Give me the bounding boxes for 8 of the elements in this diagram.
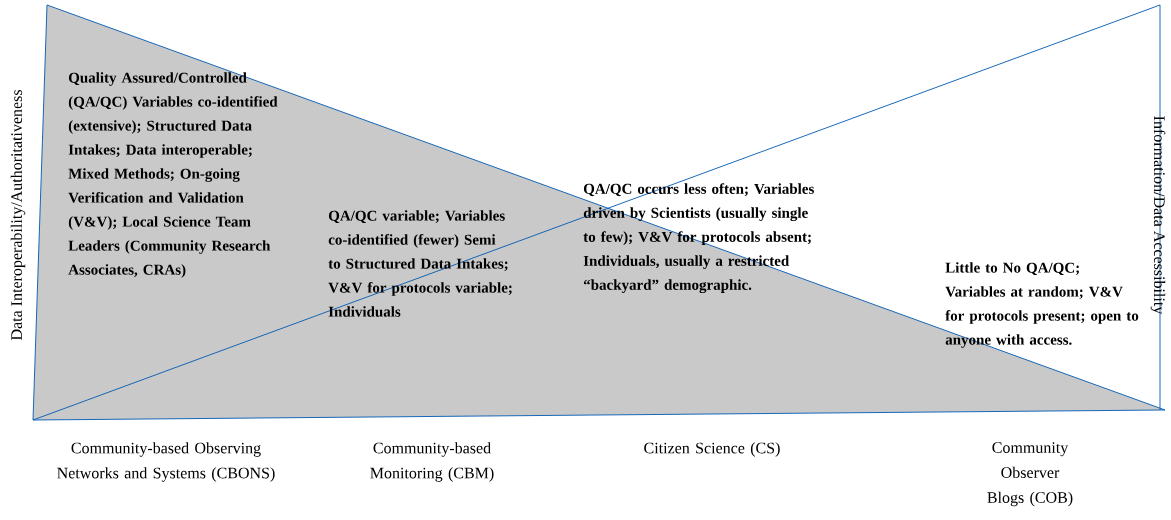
- description-text: QA/QC variable; Variables co-identified (fewer) Semi to Structured Data Intakes; V&V for protocols variable; Individuals: [328, 210, 512, 317]
- description-text: Quality Assured/Controlled (QA/QC) Variables co-identified (extensive); Structured Data Intakes; Data interoperable; Mixed Methods; On-going Verification and Validation (V&V); Local Science Team Leaders (Community Research Associates, CRAs): [68, 72, 278, 278]
- category-label: Citizen Science (CS): [644, 442, 780, 457]
- axis-label: Information/Data Accessibility: [1150, 116, 1166, 315]
- axis-label: Data Interoperability/Authoritativeness: [10, 90, 26, 341]
- category-label: Community-based Monitoring (CBM): [370, 442, 494, 482]
- category-label: Community Observer Blogs (COB): [987, 442, 1073, 507]
- category-label: Community-based Observing Networks and Systems (CBONS): [57, 442, 275, 482]
